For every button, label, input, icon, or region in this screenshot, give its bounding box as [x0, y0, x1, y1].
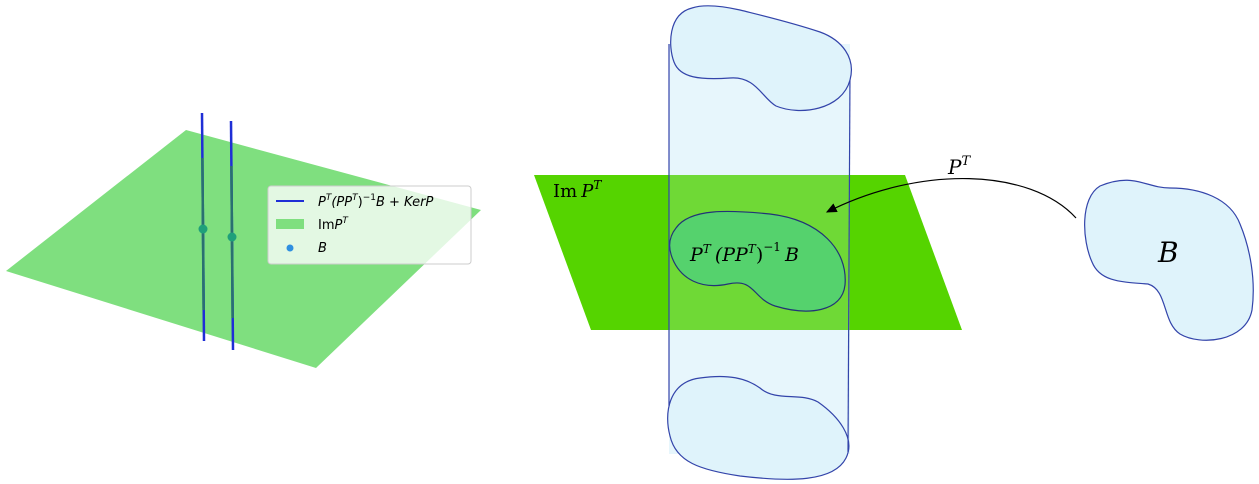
legend-line-label: PT(PPT)−1B + KerP — [318, 193, 433, 210]
legend-box — [267, 185, 472, 265]
legend-point-label: B — [318, 241, 327, 256]
blob-label: B — [1157, 236, 1179, 269]
arrow-label: PT — [947, 154, 971, 179]
left-panel: PT(PPT)−1B + KerP ImPT B — [6, 112, 481, 368]
legend-point-swatch — [286, 244, 294, 252]
cylinder-top-cap — [670, 5, 852, 112]
projection-arrow — [825, 177, 1077, 219]
cylinder-right-edge — [847, 71, 851, 453]
legend-plane-swatch — [276, 219, 304, 229]
point-b-2 — [227, 232, 237, 242]
set-b-blob — [1084, 179, 1254, 341]
preimage-region — [669, 210, 846, 312]
cylinder-bottom-cap — [667, 375, 850, 480]
point-b-1 — [198, 224, 208, 234]
legend: PT(PPT)−1B + KerP ImPT B — [267, 185, 472, 265]
affine-line-1-overlap — [201, 157, 205, 311]
affine-line-2-overlap — [230, 165, 234, 319]
legend-plane-label: ImPT — [318, 216, 349, 233]
